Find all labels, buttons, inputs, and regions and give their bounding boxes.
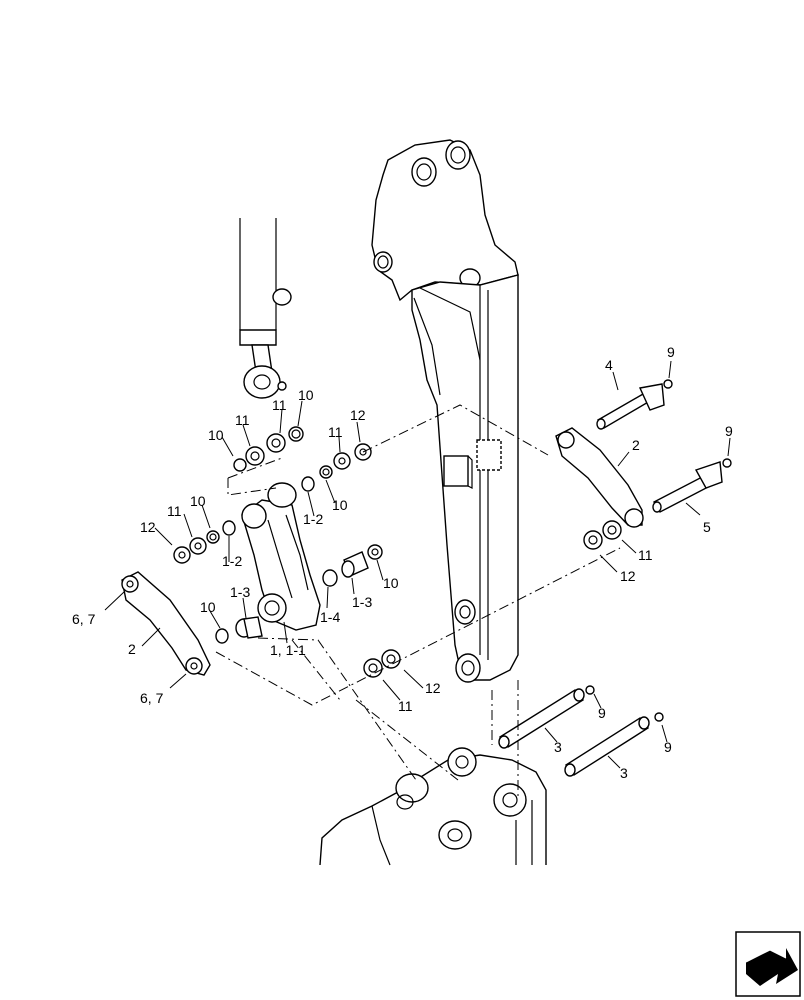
callout-4: 4 [605,357,613,373]
callout-2: 2 [632,437,640,453]
pin-4 [596,383,665,430]
callout-1-1: 1, 1-1 [270,642,306,658]
alignment-lines [215,404,621,800]
callout-1-3: 1-3 [352,594,372,610]
callout-12: 12 [350,407,366,423]
pins-3 [498,688,650,777]
callout-6-7: 6, 7 [72,611,96,627]
link-1 [241,482,321,631]
callout-12: 12 [425,680,441,696]
callout-12: 12 [620,568,636,584]
callout-1-2: 1-2 [222,553,242,569]
hydraulic-cylinder [239,218,292,399]
callout-3: 3 [620,765,628,781]
callout-11: 11 [235,412,250,428]
callout-12: 12 [140,519,156,535]
callout-2: 2 [128,641,136,657]
callout-11: 11 [328,424,343,440]
callout-10: 10 [383,575,399,591]
link-2-right [555,427,644,528]
callout-3: 3 [554,739,562,755]
callout-1-2: 1-2 [303,511,323,527]
callout-10: 10 [190,493,206,509]
callout-10: 10 [208,427,224,443]
callout-10: 10 [298,387,314,403]
link-2-left [121,571,211,676]
callout-10: 10 [200,599,216,615]
pin-5 [652,461,723,513]
callout-11: 11 [272,397,287,413]
callout-11: 11 [167,503,182,519]
callout-11: 11 [398,698,413,714]
next-page-arrow-icon[interactable] [735,931,801,997]
callout-6-7: 6, 7 [140,690,164,706]
callout-9: 9 [664,739,672,755]
bucket [319,747,547,866]
callout-1-4: 1-4 [320,609,340,625]
callout-9: 9 [725,423,733,439]
washers-and-bushings [173,379,732,722]
arm-assembly [371,139,519,683]
callout-10: 10 [332,497,348,513]
callout-5: 5 [703,519,711,535]
callout-11: 11 [638,547,653,563]
callout-labels: 4 9 2 9 5 11 12 10 11 11 10 11 12 12 11 … [72,344,733,781]
callout-1-3: 1-3 [230,584,250,600]
leader-lines [104,360,731,769]
callout-9: 9 [598,705,606,721]
callout-9: 9 [667,344,675,360]
